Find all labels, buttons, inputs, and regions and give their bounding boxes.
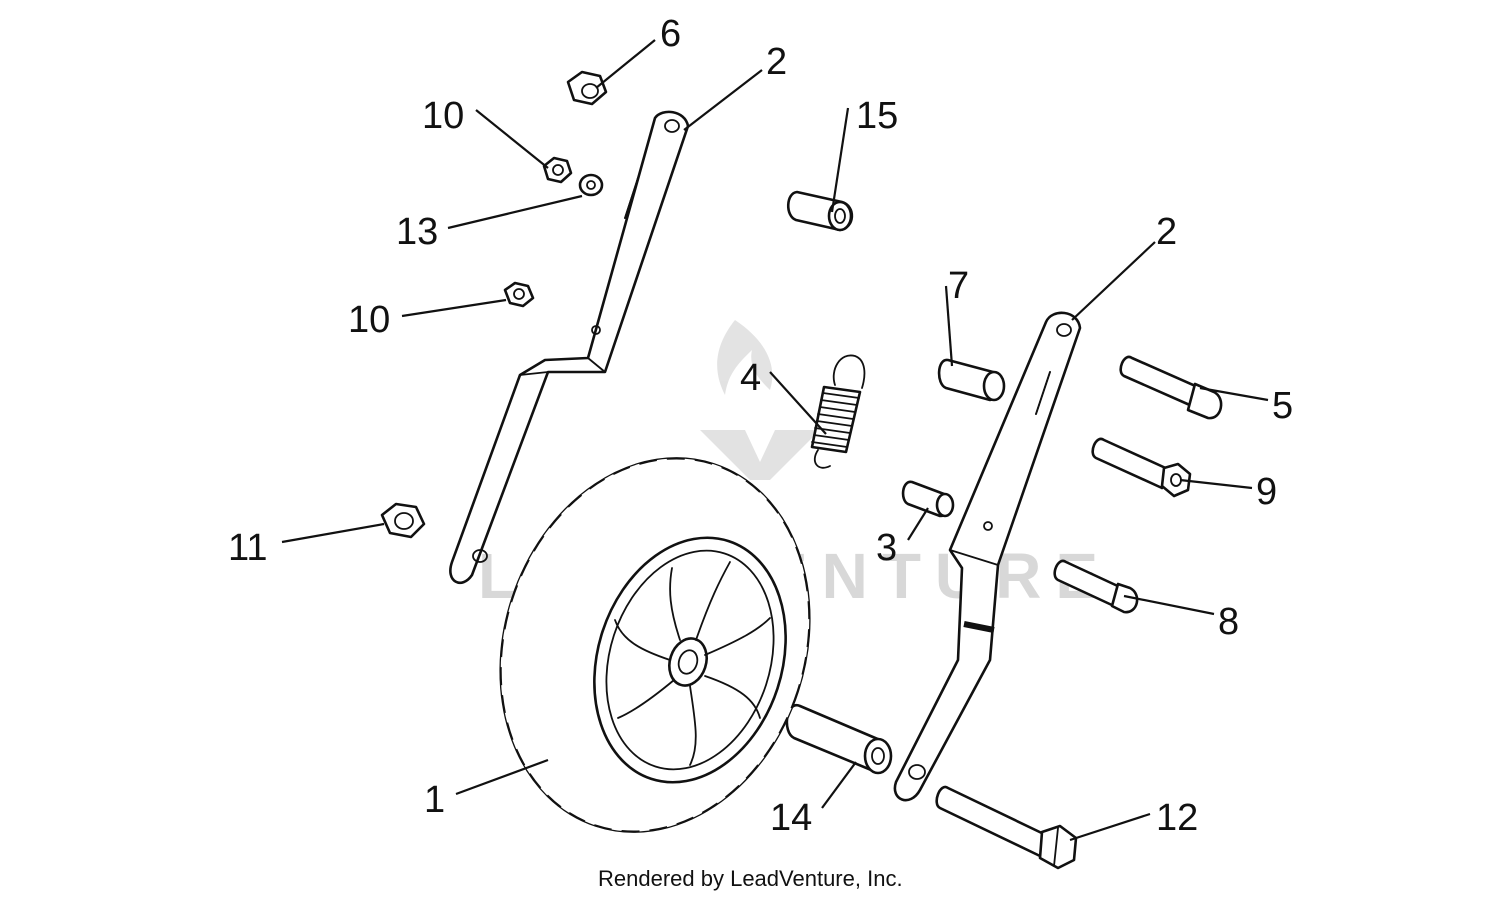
bolt-8 bbox=[1053, 559, 1139, 614]
render-credit: Rendered by LeadVenture, Inc. bbox=[598, 866, 903, 891]
callout-12: 12 bbox=[1156, 797, 1198, 839]
callout-3: 3 bbox=[876, 527, 897, 569]
axle-bushing-14 bbox=[785, 704, 893, 775]
bolt-5 bbox=[1119, 355, 1223, 420]
bushing-15 bbox=[786, 190, 854, 232]
bracket-2-left bbox=[449, 110, 690, 585]
callout-9: 9 bbox=[1256, 471, 1277, 513]
callout-11: 11 bbox=[228, 527, 267, 569]
bushing-7 bbox=[937, 358, 1006, 402]
bolt-9 bbox=[1091, 437, 1192, 498]
spring-4 bbox=[810, 354, 866, 469]
watermark-logo bbox=[700, 320, 820, 480]
callout-10-upper: 10 bbox=[422, 95, 464, 137]
callout-7: 7 bbox=[948, 265, 969, 307]
callout-1: 1 bbox=[424, 779, 445, 821]
bolt-12 bbox=[935, 785, 1078, 870]
small-nut-10-upper bbox=[542, 156, 573, 184]
callout-5: 5 bbox=[1272, 385, 1293, 427]
bracket-2-right bbox=[893, 311, 1082, 802]
hex-nut-11 bbox=[380, 502, 426, 539]
callout-6: 6 bbox=[660, 13, 681, 55]
callout-15: 15 bbox=[856, 95, 898, 137]
washer-13 bbox=[578, 173, 604, 197]
callout-13: 13 bbox=[396, 211, 438, 253]
callout-10-lower: 10 bbox=[348, 299, 390, 341]
leader-lines bbox=[281, 39, 1269, 842]
small-nut-10-lower bbox=[503, 281, 535, 308]
callout-4: 4 bbox=[740, 357, 761, 399]
callout-2-left: 2 bbox=[766, 41, 787, 83]
spacer-3 bbox=[901, 480, 955, 518]
callout-14: 14 bbox=[770, 797, 812, 839]
callout-8: 8 bbox=[1218, 601, 1239, 643]
hex-nut-6 bbox=[566, 70, 608, 106]
callout-2-right: 2 bbox=[1156, 211, 1177, 253]
wheel-1 bbox=[499, 457, 811, 833]
